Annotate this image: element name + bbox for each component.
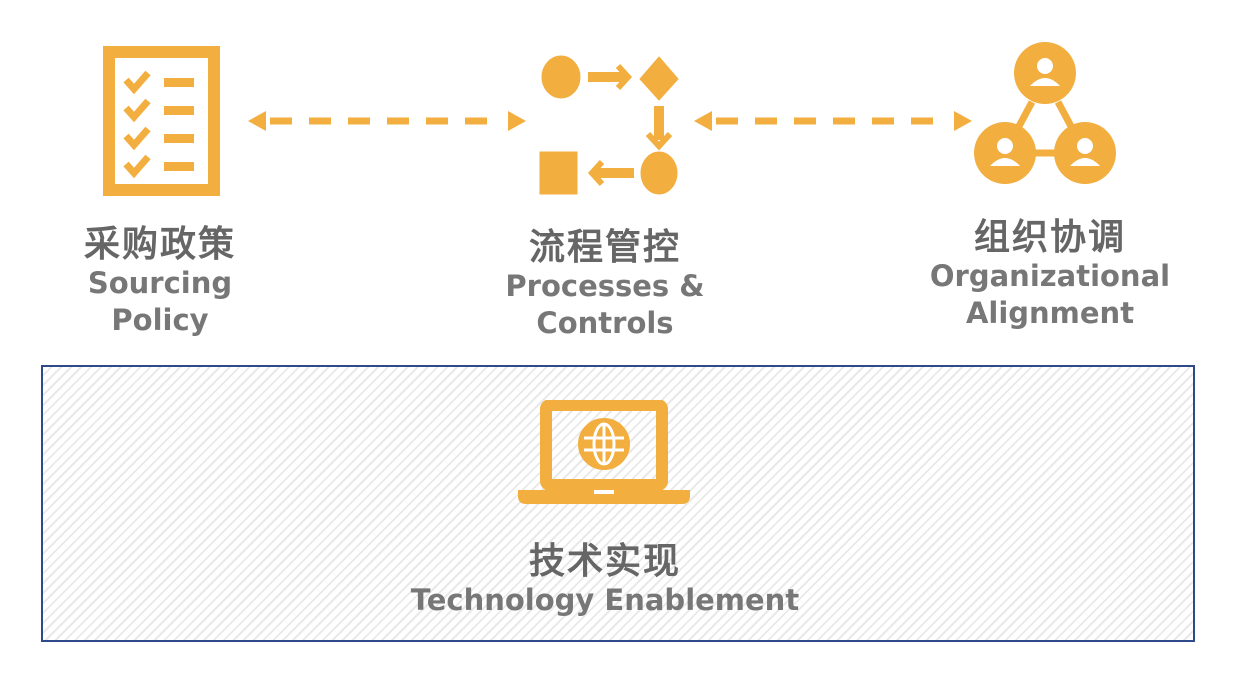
people-network-icon xyxy=(974,42,1116,184)
title-en: Processes & xyxy=(505,269,705,303)
bidirectional-arrow xyxy=(694,111,972,131)
title-zh: 采购政策 xyxy=(83,224,236,265)
pillar-processes-controls: 流程管控 Processes & Controls xyxy=(455,228,755,342)
title-en: Sourcing xyxy=(87,266,233,300)
title-zh: 组织协调 xyxy=(973,217,1126,258)
laptop-globe-icon xyxy=(518,400,690,504)
bidirectional-arrow xyxy=(248,111,526,131)
title-en: Controls xyxy=(536,306,674,340)
pillar-organizational-alignment: 组织协调 Organizational Alignment xyxy=(890,218,1210,332)
checklist-icon xyxy=(103,46,220,196)
foundation-label: 技术实现 Technology Enablement xyxy=(355,542,855,619)
title-en: Technology Enablement xyxy=(410,583,800,617)
title-zh: 技术实现 xyxy=(528,541,681,582)
title-en: Organizational xyxy=(929,259,1171,293)
process-flow-icon xyxy=(539,55,679,195)
pillar-sourcing-policy: 采购政策 Sourcing Policy xyxy=(40,225,280,339)
title-en: Alignment xyxy=(965,296,1135,330)
title-zh: 流程管控 xyxy=(528,227,681,268)
title-en: Policy xyxy=(111,303,209,337)
